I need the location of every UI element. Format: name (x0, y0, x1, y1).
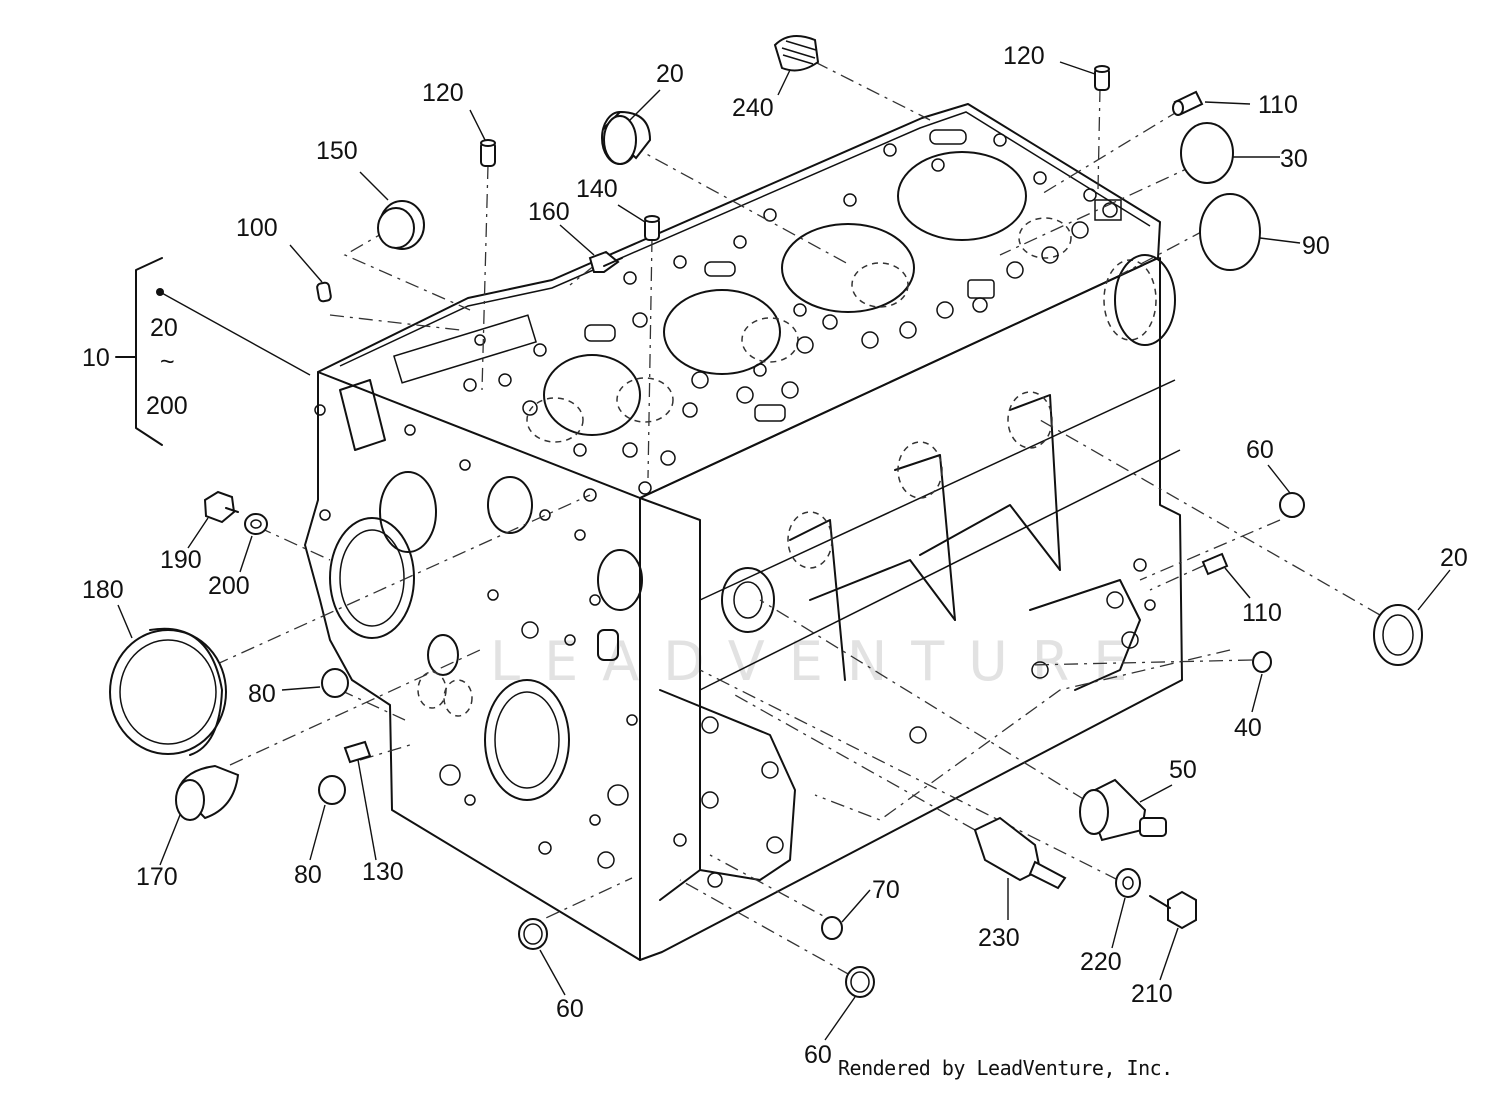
part-70-plug (821, 916, 843, 940)
callout-130: 130 (362, 858, 404, 886)
callout-20-right: 20 (1440, 544, 1468, 572)
part-170-bushing (175, 764, 240, 821)
part-90-cap (1199, 193, 1261, 271)
cylinder-block (304, 103, 1183, 961)
part-220-washer (1115, 868, 1141, 898)
callout-120-left: 120 (422, 79, 464, 107)
part-60-plug-bottom-left (518, 918, 548, 950)
render-credit: Rendered by LeadVenture, Inc. (838, 1056, 1173, 1080)
part-20-cap-top (601, 110, 652, 165)
part-60-plug-right (1279, 492, 1305, 518)
callout-210: 210 (1131, 980, 1173, 1008)
callout-30: 30 (1280, 145, 1308, 173)
part-180-seal (109, 627, 227, 756)
group-label-main: 10 (82, 344, 110, 372)
group-label-range-end: 200 (146, 392, 188, 420)
assembly-bracket (115, 257, 164, 446)
group-label-range-start: 20 (150, 314, 178, 342)
part-210-bolt (1149, 890, 1197, 930)
callout-240: 240 (732, 94, 774, 122)
part-110-pin-top (1172, 90, 1204, 116)
part-30-cap (1180, 122, 1234, 184)
part-230-switch (973, 816, 1067, 890)
part-60-plug-bottom (845, 966, 875, 998)
part-80-plug-b (318, 775, 346, 805)
callout-160: 160 (528, 198, 570, 226)
part-50-sensor (1079, 778, 1167, 842)
part-120-pin-left (480, 139, 496, 167)
part-190-bolt (203, 490, 239, 524)
part-140-pin (644, 215, 660, 241)
callout-110-right: 110 (1242, 599, 1282, 627)
callout-190: 190 (160, 546, 202, 574)
part-110-pin-right (1201, 552, 1229, 576)
assembly-lines (214, 61, 1381, 976)
callout-150: 150 (316, 137, 358, 165)
part-40-plug (1252, 651, 1272, 673)
part-80-plug-a (321, 668, 349, 698)
callout-40: 40 (1234, 714, 1262, 742)
callout-20-top: 20 (656, 60, 684, 88)
callout-110-top: 110 (1258, 91, 1298, 119)
part-130-pin (343, 740, 372, 764)
callout-80-lower: 80 (294, 861, 322, 889)
leader-lines (117, 61, 1451, 1041)
part-20-cap-right (1373, 604, 1423, 666)
callout-220: 220 (1080, 948, 1122, 976)
part-200-washer (244, 513, 268, 535)
callout-60-right: 60 (1246, 436, 1274, 464)
callout-140: 140 (576, 175, 618, 203)
part-150-cap (377, 200, 425, 250)
callout-100: 100 (236, 214, 278, 242)
callout-70: 70 (872, 876, 900, 904)
callout-90: 90 (1302, 232, 1330, 260)
part-120-pin-right (1094, 65, 1110, 91)
callout-200: 200 (208, 572, 250, 600)
part-160-bolt (588, 250, 623, 273)
callout-180: 180 (82, 576, 124, 604)
callout-60-bottom-left: 60 (556, 995, 584, 1023)
callout-170: 170 (136, 863, 178, 891)
callout-60-bottom: 60 (804, 1041, 832, 1069)
callout-230: 230 (978, 924, 1020, 952)
callout-120-right: 120 (1003, 42, 1045, 70)
part-100-pin (316, 281, 332, 303)
part-240-plug (773, 35, 820, 72)
watermark: LEADVENTURE (490, 630, 1151, 693)
group-label-tilde: ~ (160, 348, 175, 376)
callout-80-upper: 80 (248, 680, 276, 708)
callout-50: 50 (1169, 756, 1197, 784)
